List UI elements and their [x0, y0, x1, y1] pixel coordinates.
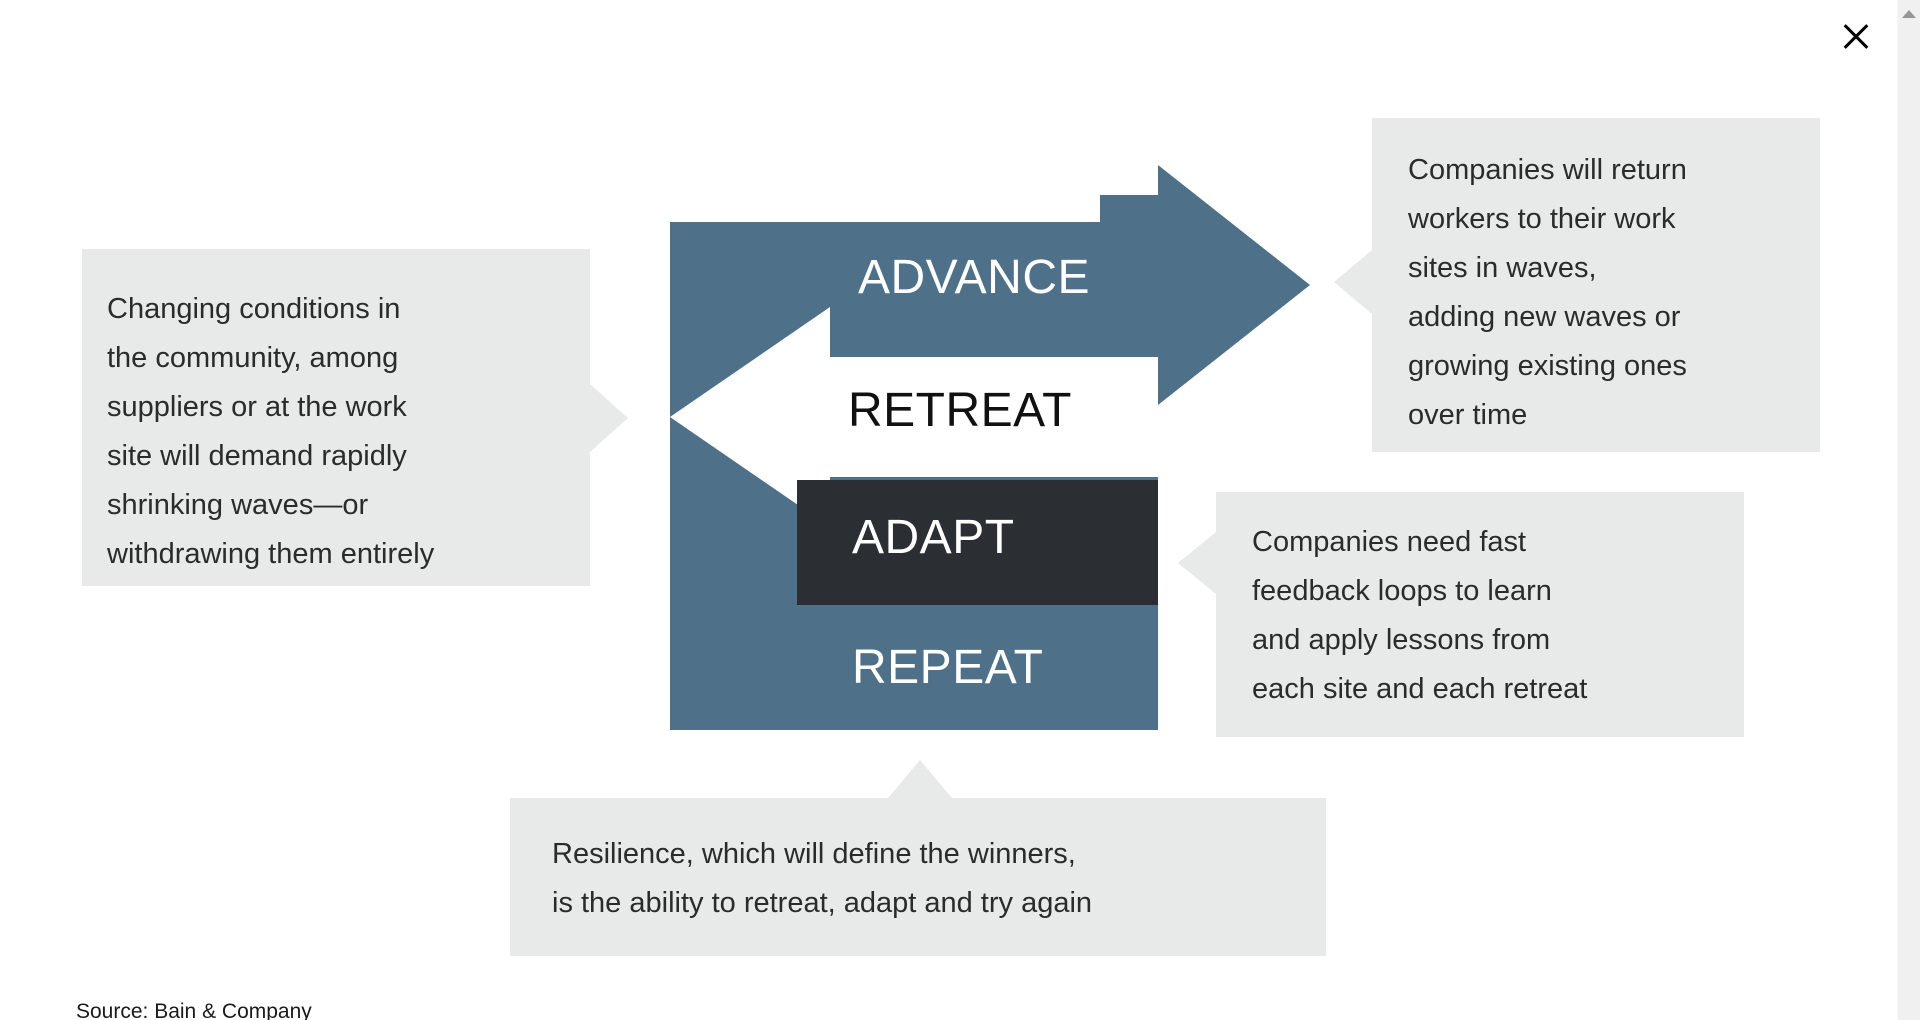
callout-right: Companies need fast feedback loops to le… [1178, 492, 1744, 737]
callout-top-right-pointer-icon [1334, 250, 1372, 314]
callout-right-pointer-icon [1178, 532, 1216, 594]
callout-left-text: Changing conditions in the community, am… [107, 293, 435, 570]
repeat-stage-shape[interactable] [670, 605, 1158, 730]
vertical-scrollbar[interactable] [1897, 0, 1920, 1020]
callout-top-right-text: Companies will return workers to their w… [1408, 154, 1687, 431]
triangle-up-icon[interactable] [1902, 10, 1916, 18]
callout-bottom-pointer-icon [888, 760, 952, 798]
retreat-stage-shape[interactable] [670, 307, 1158, 527]
callout-bottom-text: Resilience, which will define the winner… [552, 838, 1093, 919]
callout-left-pointer-icon [590, 384, 628, 452]
source-note: Source: Bain & Company [76, 1000, 312, 1020]
callout-bottom: Resilience, which will define the winner… [510, 760, 1326, 956]
adapt-stage-shape[interactable] [797, 480, 1158, 605]
callout-left: Changing conditions in the community, am… [82, 249, 628, 586]
callout-top-right: Companies will return workers to their w… [1334, 118, 1820, 452]
callout-right-text: Companies need fast feedback loops to le… [1252, 526, 1588, 705]
close-icon[interactable] [1833, 13, 1879, 59]
